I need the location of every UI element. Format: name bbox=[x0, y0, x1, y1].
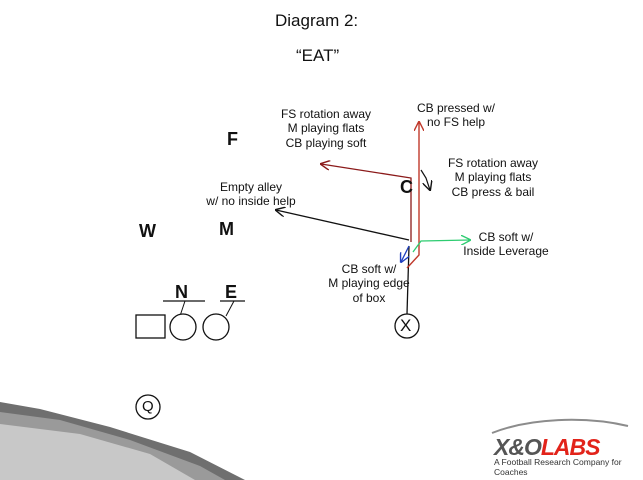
c-arrow bbox=[420, 169, 430, 190]
note-fs-rotation-soft: FS rotation away M playing flats CB play… bbox=[280, 107, 372, 150]
diagram-subtitle: “EAT” bbox=[296, 46, 340, 65]
guard-circle bbox=[169, 313, 197, 341]
logo-swoosh bbox=[491, 418, 629, 434]
player-c: C bbox=[400, 177, 413, 197]
red-go-route bbox=[406, 122, 419, 269]
logo-xo-text: X&O bbox=[494, 434, 542, 460]
note-fs-rotation-press: FS rotation away M playing flats CB pres… bbox=[447, 156, 539, 199]
e-read-line bbox=[225, 300, 235, 317]
q-circle bbox=[135, 394, 161, 420]
n-read-line bbox=[179, 300, 186, 317]
player-w: W bbox=[139, 221, 156, 241]
blue-arrow bbox=[401, 245, 410, 262]
green-out-route bbox=[412, 240, 470, 253]
player-q: Q bbox=[142, 398, 154, 415]
note-cb-soft-edge: CB soft w/ M playing edge of box bbox=[328, 262, 410, 305]
center-square bbox=[135, 314, 166, 339]
player-e: E bbox=[225, 282, 238, 302]
note-cb-soft-inside: CB soft w/ Inside Leverage bbox=[463, 230, 549, 259]
logo-labs-text: LABS bbox=[540, 434, 601, 460]
diagram-title: Diagram 2: bbox=[275, 11, 359, 30]
player-n: N bbox=[175, 282, 188, 302]
logo-tagline: A Football Research Company for Coaches bbox=[494, 457, 622, 477]
corner-swoosh bbox=[0, 402, 245, 480]
alley-arrow bbox=[276, 210, 410, 241]
player-m: M bbox=[219, 219, 234, 239]
dark-red-post-route bbox=[321, 164, 412, 242]
note-empty-alley: Empty alley w/ no inside help bbox=[206, 180, 296, 209]
note-cb-pressed: CB pressed w/ no FS help bbox=[416, 101, 496, 130]
player-f: F bbox=[227, 129, 238, 149]
xo-labs-logo: X&OLABS bbox=[494, 434, 601, 461]
tackle-circle bbox=[202, 313, 230, 341]
player-x: X bbox=[400, 316, 412, 335]
